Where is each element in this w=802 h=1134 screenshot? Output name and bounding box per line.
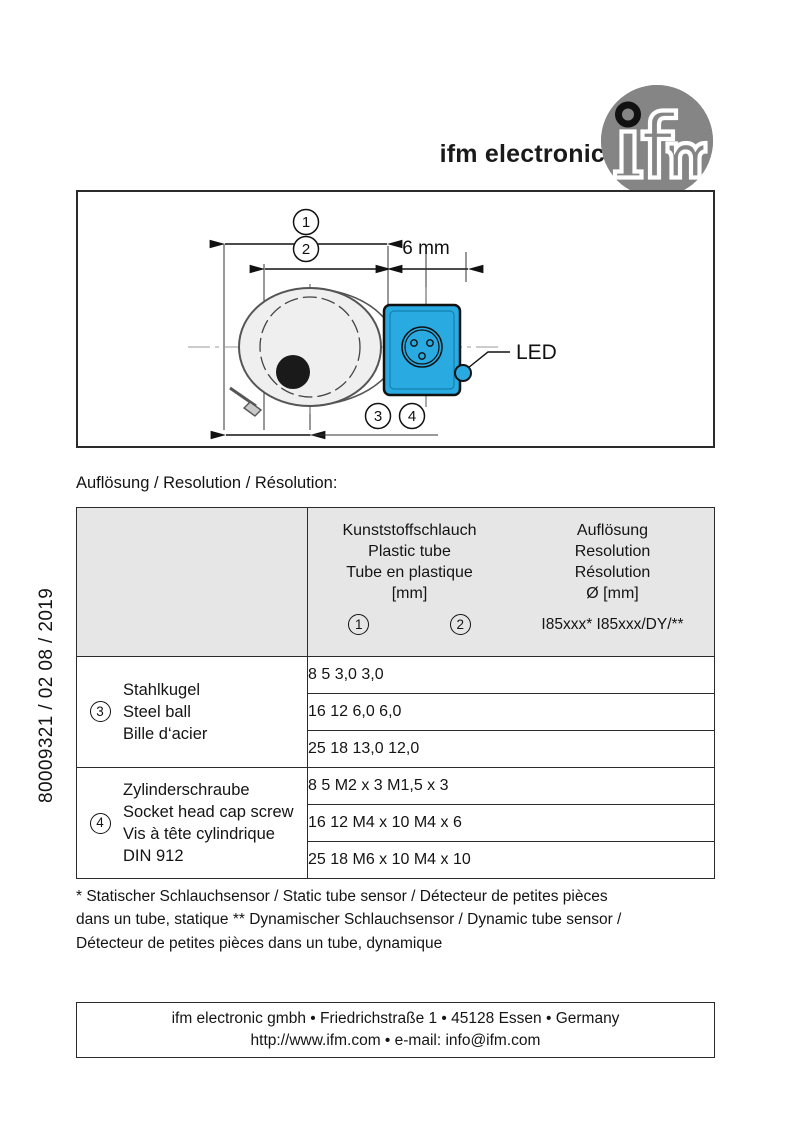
header-columns-cell: Kunststoffschlauch Plastic tube Tube en … xyxy=(307,507,715,657)
tube-label-de: Kunststoffschlauch xyxy=(342,522,477,539)
tube-label-en: Plastic tube xyxy=(368,543,451,561)
table-row: 16 12 M4 x 10 M4 x 6 xyxy=(77,804,715,842)
group-cell-cap-screw: 4 Zylinderschraube Socket head cap screw… xyxy=(76,767,308,879)
steel-ball-fr: Bille d‘acier xyxy=(123,725,208,744)
group-marker-wrap-3: 3 xyxy=(77,701,123,723)
subheader-models: I85xxx* I85xxx/DY/** xyxy=(541,615,684,633)
document-number: 80009321 / 02 08 / 2019 xyxy=(36,587,57,803)
table-row: 25 18 M6 x 10 M4 x 10 xyxy=(77,841,715,879)
table-row: 3 Stahlkugel Steel ball Bille d‘acier 8 … xyxy=(76,656,715,768)
steel-ball-de: Stahlkugel xyxy=(123,680,201,699)
resolution-label-fr: Résolution xyxy=(574,564,651,582)
table-row: 16 12 6,0 6,0 xyxy=(77,693,715,731)
group-marker-4: 4 xyxy=(89,812,111,834)
subheader-callout-1: 1 xyxy=(348,614,370,636)
header-col-tube: Kunststoffschlauch Plastic tube Tube en … xyxy=(308,520,511,604)
resolution-label-de: Auflösung xyxy=(576,522,649,539)
footnote-line-3: Détecteur de petites pièces dans un tube… xyxy=(76,934,443,952)
resolution-table: Kunststoffschlauch Plastic tube Tube en … xyxy=(76,507,715,879)
tube-label-fr: Tube en plastique xyxy=(346,564,473,582)
address-line-2: http://www.ifm.com • e-mail: info@ifm.co… xyxy=(250,1032,541,1049)
svg-text:4: 4 xyxy=(408,408,416,425)
subheader-callout-1-wrap: 1 xyxy=(308,614,410,636)
cap-screw-en: Socket head cap screw xyxy=(123,802,294,821)
group-labels-steel-ball: Stahlkugel Steel ball Bille d‘acier xyxy=(123,679,207,745)
resolution-label-en: Resolution xyxy=(574,543,651,561)
steel-ball-en: Steel ball xyxy=(123,702,191,721)
group-marker-wrap-4: 4 xyxy=(77,812,123,834)
svg-text:2: 2 xyxy=(302,241,310,258)
footnote: * Statischer Schlauchsensor / Static tub… xyxy=(76,885,721,955)
svg-text:LED: LED xyxy=(516,341,557,364)
footnote-line-1: * Statischer Schlauchsensor / Static tub… xyxy=(76,888,608,905)
page-header: ifm electronic xyxy=(0,40,802,197)
group-labels-cap-screw: Zylinderschraube Socket head cap screw V… xyxy=(123,779,294,867)
group-cell-steel-ball: 3 Stahlkugel Steel ball Bille d‘acier xyxy=(76,656,308,768)
technical-drawing: 1 2 6 mm xyxy=(76,190,715,448)
footnote-line-2: dans un tube, statique ** Dynamischer Sc… xyxy=(76,911,622,929)
value-cell: 8 5 3,0 3,0 xyxy=(307,656,715,694)
svg-text:6 mm: 6 mm xyxy=(402,238,450,259)
address-line-1: ifm electronic gmbh • Friedrichstraße 1 … xyxy=(171,1009,620,1027)
resolution-caption: Auflösung / Resolution / Résolution: xyxy=(76,474,338,492)
tube-unit: [mm] xyxy=(391,585,428,603)
group-marker-3: 3 xyxy=(89,701,111,723)
table-row: 25 18 13,0 12,0 xyxy=(77,730,715,768)
header-col-resolution: Auflösung Resolution Résolution Ø [mm] xyxy=(511,520,714,604)
cap-screw-fr: Vis à tête cylindrique xyxy=(123,825,275,843)
value-cell: 25 18 M6 x 10 M4 x 10 xyxy=(307,841,715,879)
cap-screw-de: Zylinderschraube xyxy=(123,780,250,799)
address-box: ifm electronic gmbh • Friedrichstraße 1 … xyxy=(76,1002,715,1058)
svg-text:3: 3 xyxy=(374,408,382,425)
brand-name: ifm electronic xyxy=(439,140,605,168)
subheader-callout-2: 2 xyxy=(449,614,471,636)
subheader-callout-2-wrap: 2 xyxy=(410,614,512,636)
value-cell: 25 18 13,0 12,0 xyxy=(307,730,715,768)
ifm-logo-icon xyxy=(601,85,713,197)
svg-text:1: 1 xyxy=(302,214,310,231)
resolution-unit: Ø [mm] xyxy=(586,585,639,603)
cap-screw-standard: DIN 912 xyxy=(123,847,184,866)
value-cell: 16 12 M4 x 10 M4 x 6 xyxy=(307,804,715,842)
table-header-row: Kunststoffschlauch Plastic tube Tube en … xyxy=(76,507,715,657)
value-cell: 16 12 6,0 6,0 xyxy=(307,693,715,731)
header-spacer-cell xyxy=(76,507,308,657)
value-cell: 8 5 M2 x 3 M1,5 x 3 xyxy=(307,767,715,805)
table-row: 4 Zylinderschraube Socket head cap screw… xyxy=(76,767,715,879)
